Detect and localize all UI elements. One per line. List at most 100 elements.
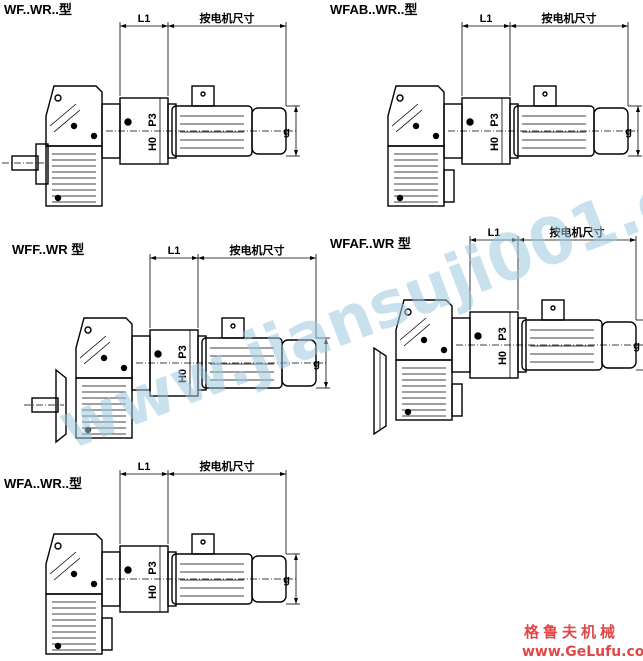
gearbox-lower	[75, 377, 133, 439]
bolt-icon	[440, 346, 448, 354]
arrow-head	[462, 24, 468, 28]
label-g: g	[313, 358, 320, 370]
housing-rib	[399, 317, 427, 341]
arrow-head	[510, 24, 516, 28]
label-p3: P3	[147, 113, 159, 126]
bolt-icon	[90, 580, 98, 588]
arrow-head	[120, 24, 126, 28]
arrow-head	[120, 472, 126, 476]
label-motor-dim: 按电机尺寸	[542, 11, 597, 25]
bolt-icon	[474, 332, 482, 340]
terminal-screw-icon	[230, 323, 236, 329]
terminal-screw-icon	[542, 91, 548, 97]
bolt-icon	[404, 408, 412, 416]
label-l1: L1	[138, 461, 151, 473]
arrow-head	[294, 150, 298, 156]
bolt-icon	[70, 122, 78, 130]
arrow-head	[162, 472, 168, 476]
arrow-head	[518, 238, 524, 242]
arrow-head	[504, 24, 510, 28]
bolt-icon	[124, 118, 132, 126]
label-h0: H0	[177, 369, 189, 383]
bolt-icon	[432, 132, 440, 140]
label-p3: P3	[489, 113, 501, 126]
label-g: g	[633, 340, 640, 352]
arrow-head	[622, 24, 628, 28]
label-l1: L1	[138, 13, 151, 25]
arrow-head	[294, 106, 298, 112]
terminal-screw-icon	[200, 539, 206, 545]
torque-arm	[443, 169, 455, 203]
arrow-head	[636, 150, 640, 156]
bolt-icon	[412, 122, 420, 130]
arrow-head	[168, 24, 174, 28]
bolt-icon	[396, 94, 404, 102]
diagram-title: WF..WR..型	[4, 2, 72, 17]
arrow-head	[168, 472, 174, 476]
bolt-icon	[396, 194, 404, 202]
label-p3: P3	[177, 345, 189, 358]
label-h0: H0	[497, 351, 509, 365]
label-h0: H0	[489, 137, 501, 151]
bolt-icon	[120, 364, 128, 372]
terminal-box	[221, 317, 245, 339]
terminal-screw-icon	[200, 91, 206, 97]
arrow-head	[630, 238, 636, 242]
housing-rib	[53, 109, 81, 133]
diagram-title: WFAF..WR 型	[330, 236, 411, 251]
label-motor-dim: 按电机尺寸	[200, 11, 255, 25]
label-motor-dim: 按电机尺寸	[550, 225, 605, 239]
terminal-box	[541, 299, 565, 321]
gearbox-lower	[45, 145, 103, 207]
diagram-title: WFAB..WR..型	[330, 2, 417, 17]
gearbox-lower	[387, 145, 445, 207]
arrow-head	[198, 256, 204, 260]
bolt-icon	[54, 194, 62, 202]
arrow-head	[310, 256, 316, 260]
gearbox-lower	[45, 593, 103, 655]
arrow-head	[294, 554, 298, 560]
bolt-icon	[54, 94, 62, 102]
label-l1: L1	[488, 227, 501, 239]
housing-rib	[79, 335, 107, 359]
label-h0: H0	[147, 585, 159, 599]
arrow-head	[512, 238, 518, 242]
arrow-head	[294, 598, 298, 604]
bolt-icon	[54, 542, 62, 550]
gearbox-lower	[395, 359, 453, 421]
bolt-icon	[404, 308, 412, 316]
bolt-icon	[70, 570, 78, 578]
footer-brand: 格鲁夫机械	[524, 623, 619, 641]
terminal-screw-icon	[550, 305, 556, 311]
arrow-head	[280, 472, 286, 476]
bolt-icon	[90, 132, 98, 140]
arrow-head	[324, 338, 328, 344]
label-p3: P3	[147, 561, 159, 574]
housing-rib	[403, 323, 431, 347]
bolt-icon	[54, 642, 62, 650]
bolt-icon	[154, 350, 162, 358]
flange-stub	[35, 143, 49, 185]
label-g: g	[625, 126, 632, 138]
label-l1: L1	[480, 13, 493, 25]
label-l1: L1	[168, 245, 181, 257]
housing-rib	[53, 557, 81, 581]
housing-rib	[391, 103, 419, 127]
arrow-head	[636, 106, 640, 112]
bolt-icon	[100, 354, 108, 362]
terminal-box	[191, 533, 215, 555]
housing-rib	[49, 551, 77, 575]
terminal-box	[191, 85, 215, 107]
arrow-head	[150, 256, 156, 260]
watermark-text: www.jiansuji001.com	[49, 122, 643, 465]
footer-url: www.GeLufu.com	[522, 644, 643, 660]
arrow-head	[192, 256, 198, 260]
